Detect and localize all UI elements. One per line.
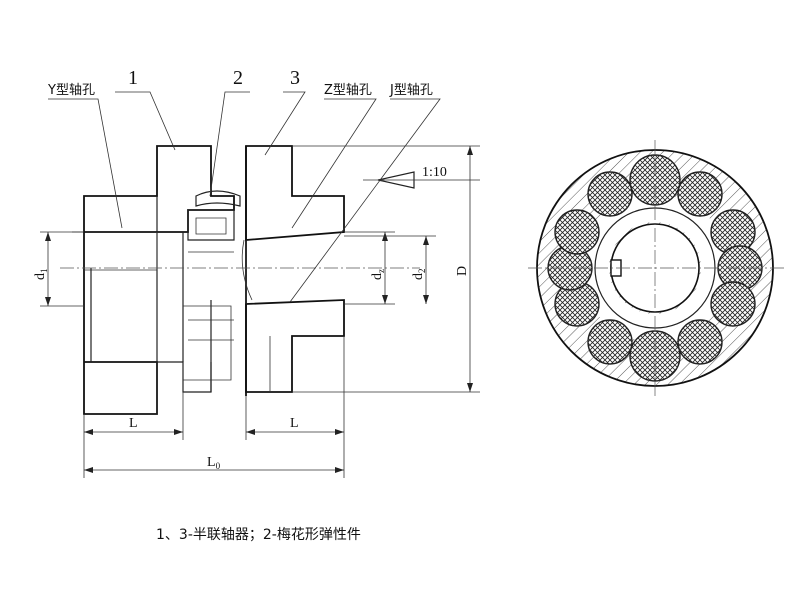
left-hub-upper-section xyxy=(83,145,235,233)
left-hub-lower-outline xyxy=(83,232,158,415)
elastic-element-section xyxy=(195,190,241,207)
bore-type-callouts: Y型轴孔 Z型轴孔 J型轴孔 xyxy=(47,83,441,303)
section-view xyxy=(60,145,420,415)
part-2-label: 2 xyxy=(233,67,243,89)
j-bore-label: J型轴孔 xyxy=(389,83,433,98)
d2-label: d2 xyxy=(411,269,427,281)
end-view xyxy=(528,140,785,396)
right-hub-upper-section xyxy=(245,145,345,241)
L-right-label: L xyxy=(290,416,299,431)
part-callouts: 1 2 3 xyxy=(115,67,306,197)
left-jaw xyxy=(187,209,235,241)
diameter-dimensions: d1 dz d2 D xyxy=(33,145,480,393)
part-3-label: 3 xyxy=(290,67,300,89)
taper-callout: 1:10 xyxy=(363,165,480,189)
taper-ratio: 1:10 xyxy=(422,165,447,180)
D-label: D xyxy=(455,266,470,276)
right-hub-lower-section xyxy=(245,299,345,393)
d1-label: d1 xyxy=(33,269,49,281)
y-bore-label: Y型轴孔 xyxy=(47,83,95,98)
L0-label: L0 xyxy=(207,455,221,471)
dz-label: dz xyxy=(370,269,386,280)
z-bore-label: Z型轴孔 xyxy=(324,83,372,98)
length-dimensions: L L L0 xyxy=(83,336,345,478)
part-1-label: 1 xyxy=(128,67,138,89)
figure-caption: 1、3-半联轴器；2-梅花形弹性件 xyxy=(156,527,361,543)
L-left-label: L xyxy=(129,416,138,431)
